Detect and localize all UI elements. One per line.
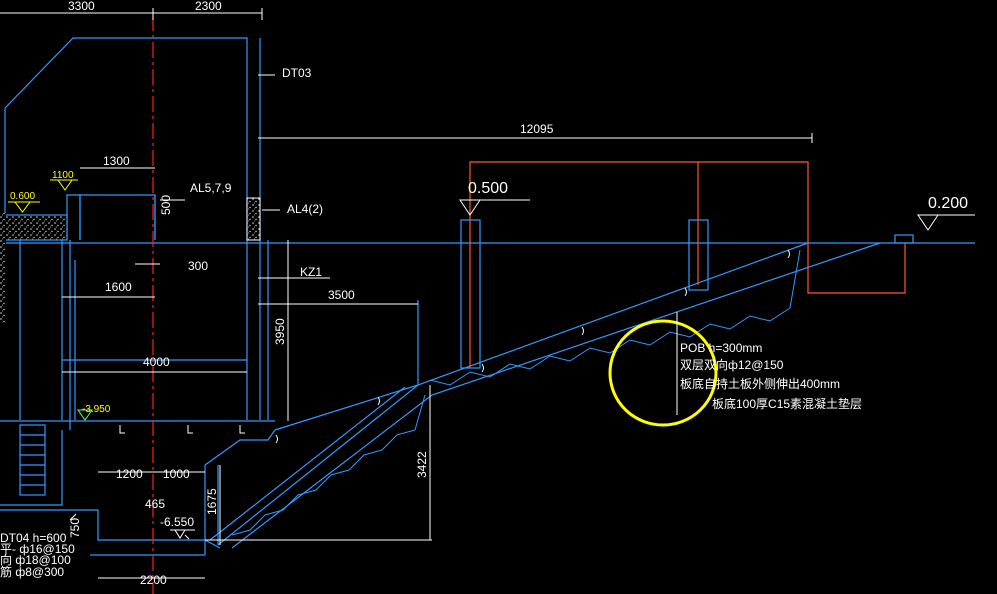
dim-3500: 3500 — [328, 288, 355, 302]
dt04-line2: 平- ф16@150 — [0, 542, 75, 556]
dim-750: 750 — [68, 518, 82, 538]
ramp-rebar-pattern — [231, 249, 801, 536]
dim-500: 500 — [159, 195, 173, 215]
inner-room-outline — [66, 194, 81, 240]
elevation-m3950: -3.950 — [82, 404, 111, 415]
dim-1600: 1600 — [105, 280, 132, 294]
label-al42[interactable]: AL4(2) — [287, 202, 323, 216]
yellow-elevation-marks — [8, 179, 93, 421]
pit-outline — [0, 509, 221, 549]
dim-1200: 1200 — [116, 467, 143, 481]
pob-note-line4: 板底100厚C15素混凝土垫层 — [712, 396, 862, 411]
dt04-line1: DT04 h=600 — [0, 531, 67, 545]
dimension-texts: 3300 2300 12095 1300 300 1600 4000 3500 … — [68, 0, 554, 587]
ramp-slab-top — [217, 242, 809, 546]
label-al579[interactable]: AL5,7,9 — [190, 181, 232, 195]
misc-marks — [69, 249, 790, 540]
elevation-0600: 0.600 — [10, 191, 35, 202]
elevation-0500: 0.500 — [468, 180, 508, 197]
dim-465: 465 — [145, 497, 165, 511]
dim-1300: 1300 — [103, 154, 130, 168]
elevation-0200: 0.200 — [928, 195, 968, 212]
axis-lines — [152, 15, 906, 594]
detail-note-bottom-left[interactable]: DT04 h=600 平- ф16@150 向 ф18@100 筋 ф8@300 — [0, 531, 75, 579]
dt04-line4: 筋 ф8@300 — [0, 564, 64, 579]
dimension-lines — [0, 8, 975, 579]
dim-2200: 2200 — [140, 573, 167, 587]
elevation-1100: 1100 — [52, 170, 74, 181]
dim-1000: 1000 — [163, 467, 190, 481]
label-kz1[interactable]: KZ1 — [300, 265, 322, 279]
dim-2300: 2300 — [195, 0, 222, 13]
structure-outline — [0, 37, 975, 556]
component-labels: DT03 AL5,7,9 AL4(2) KZ1 — [190, 66, 323, 279]
pob-note-title: POB h=300mm — [680, 341, 762, 355]
dim-3422: 3422 — [415, 451, 429, 478]
pob-note-line2: 双层双向ф12@150 — [680, 357, 784, 372]
dim-3950: 3950 — [273, 318, 287, 345]
hatched-wall-section — [246, 197, 261, 241]
pile-connector-line — [469, 161, 906, 294]
elevation-m6550: -6.550 — [160, 515, 194, 529]
dim-300: 300 — [188, 259, 208, 273]
dim-12095: 12095 — [520, 122, 554, 136]
label-dt03[interactable]: DT03 — [282, 66, 312, 80]
elevation-texts: 0.500 0.200 0.600 1100 -3.950 -6.550 — [10, 170, 968, 529]
pob-note[interactable]: POB h=300mm 双层双向ф12@150 板底自持土板外侧伸出400mm … — [680, 341, 862, 411]
dt04-line3: 向 ф18@100 — [0, 552, 71, 567]
dim-4000: 4000 — [143, 355, 170, 369]
pob-note-line3: 板底自持土板外侧伸出400mm — [680, 376, 840, 391]
dim-1675: 1675 — [205, 488, 219, 515]
dim-3300: 3300 — [68, 0, 95, 13]
highlight-circle[interactable] — [608, 319, 718, 427]
ramp-slab-bottom — [231, 242, 881, 549]
